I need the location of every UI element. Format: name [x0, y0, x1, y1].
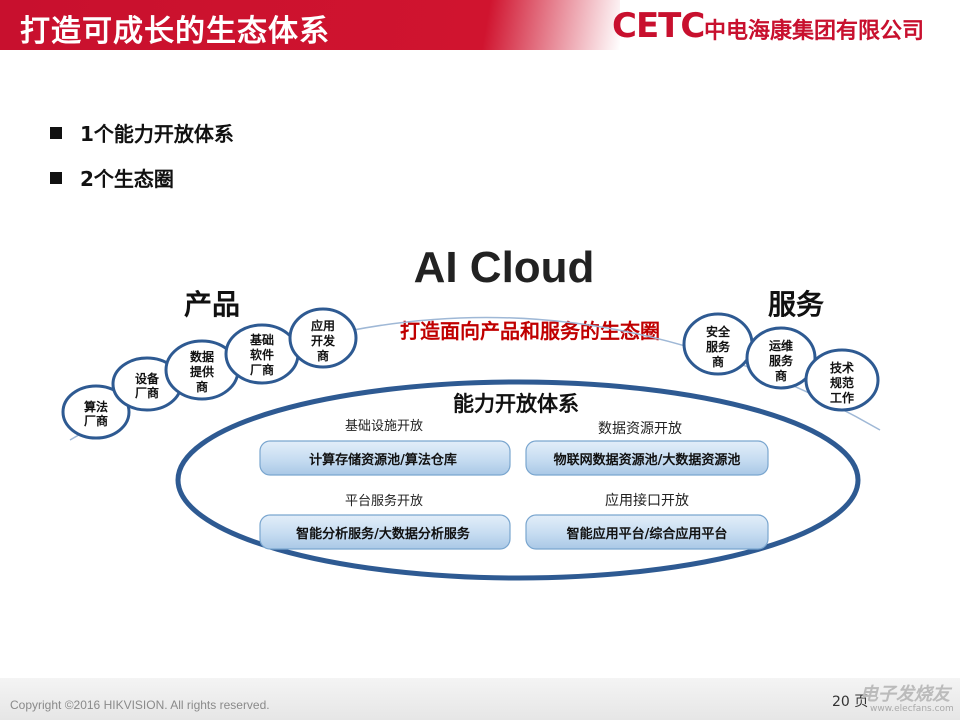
bubble-text: 厂商 [84, 413, 108, 428]
bubble-text: 基础 [249, 332, 274, 347]
slide-footer: Copyright ©2016 HIKVISION. All rights re… [0, 678, 960, 720]
header-banner [0, 0, 620, 50]
bullet-item: 2个生态圈 [50, 163, 174, 192]
capability-pill: 智能应用平台/综合应用平台 [525, 514, 769, 550]
product-bubble: 设备 厂商 [111, 356, 183, 412]
bubble-text: 设备 [135, 371, 160, 386]
pill-text: 计算存储资源池/算法仓库 [309, 452, 457, 468]
bubble-text: 提供 [190, 364, 214, 379]
copyright-text: Copyright ©2016 HIKVISION. All rights re… [10, 698, 270, 712]
bubble-text: 数据 [190, 349, 214, 364]
square-bullet-icon [50, 172, 62, 184]
product-bubble: 数据 提供 商 [164, 339, 240, 401]
bubble-text: 算法 [84, 399, 108, 414]
product-bubble: 应用 开发 商 [288, 307, 358, 369]
capability-pill: 计算存储资源池/算法仓库 [259, 440, 511, 476]
center-slogan: 打造面向产品和服务的生态圈 [400, 319, 660, 343]
bubble-text: 规范 [830, 375, 854, 390]
watermark-url: www.elecfans.com [870, 704, 954, 714]
service-bubble: 运维 服务 商 [745, 326, 817, 390]
quadrant-label: 基础设施开放 [345, 419, 423, 434]
bubble-text: 软件 [250, 347, 274, 362]
bubble-text: 商 [196, 379, 208, 394]
company-name: 中电海康集团有限公司 [704, 19, 925, 44]
cetc-logo-mark: CETC [612, 6, 705, 46]
product-bubble: 算法 厂商 [61, 384, 131, 440]
slide-title: 打造可成长的生态体系 [20, 14, 330, 49]
bubble-text: 应用 [311, 318, 335, 333]
bubble-text: 商 [775, 368, 787, 383]
service-bubble: 安全 服务 商 [682, 312, 754, 376]
product-bubble: 基础 软件 厂商 [224, 323, 300, 385]
diagram-title: AI Cloud [414, 243, 595, 292]
bubble-text: 服务 [769, 353, 794, 368]
bubble-text: 商 [712, 354, 724, 369]
pill-text: 物联网数据资源池/大数据资源池 [554, 452, 741, 468]
bullet-text: 1个能力开放体系 [80, 122, 234, 146]
slide-header: 打造可成长的生态体系 CETC 中电海康集团有限公司 [0, 0, 960, 50]
quadrant-label: 应用接口开放 [605, 492, 689, 509]
bubble-text: 开发 [311, 333, 336, 348]
bubble-text: 服务 [706, 339, 731, 354]
pill-text: 智能分析服务/大数据分析服务 [296, 526, 471, 542]
bullet-text: 2个生态圈 [80, 167, 174, 191]
square-bullet-icon [50, 127, 62, 139]
watermark-logo: 电子发烧友 [860, 684, 950, 705]
pill-text: 智能应用平台/综合应用平台 [567, 526, 728, 542]
service-bubble: 技术 规范 工作 [804, 348, 880, 412]
capability-pill: 物联网数据资源池/大数据资源池 [525, 440, 769, 476]
bubble-text: 运维 [769, 338, 793, 353]
bubble-text: 厂商 [250, 362, 274, 377]
bullet-item: 1个能力开放体系 [50, 118, 234, 147]
bubble-text: 安全 [706, 324, 731, 339]
product-label: 产品 [184, 288, 240, 321]
capability-pill: 智能分析服务/大数据分析服务 [259, 514, 511, 550]
bubble-text: 商 [317, 348, 329, 363]
bubble-text: 工作 [830, 390, 854, 405]
quadrant-label: 数据资源开放 [598, 421, 682, 437]
quadrant-label: 平台服务开放 [345, 493, 423, 509]
core-title: 能力开放体系 [453, 392, 579, 416]
bubble-text: 技术 [830, 360, 854, 375]
bubble-text: 厂商 [135, 385, 159, 400]
page-number: 20 页 [832, 694, 869, 710]
service-label: 服务 [768, 288, 824, 321]
